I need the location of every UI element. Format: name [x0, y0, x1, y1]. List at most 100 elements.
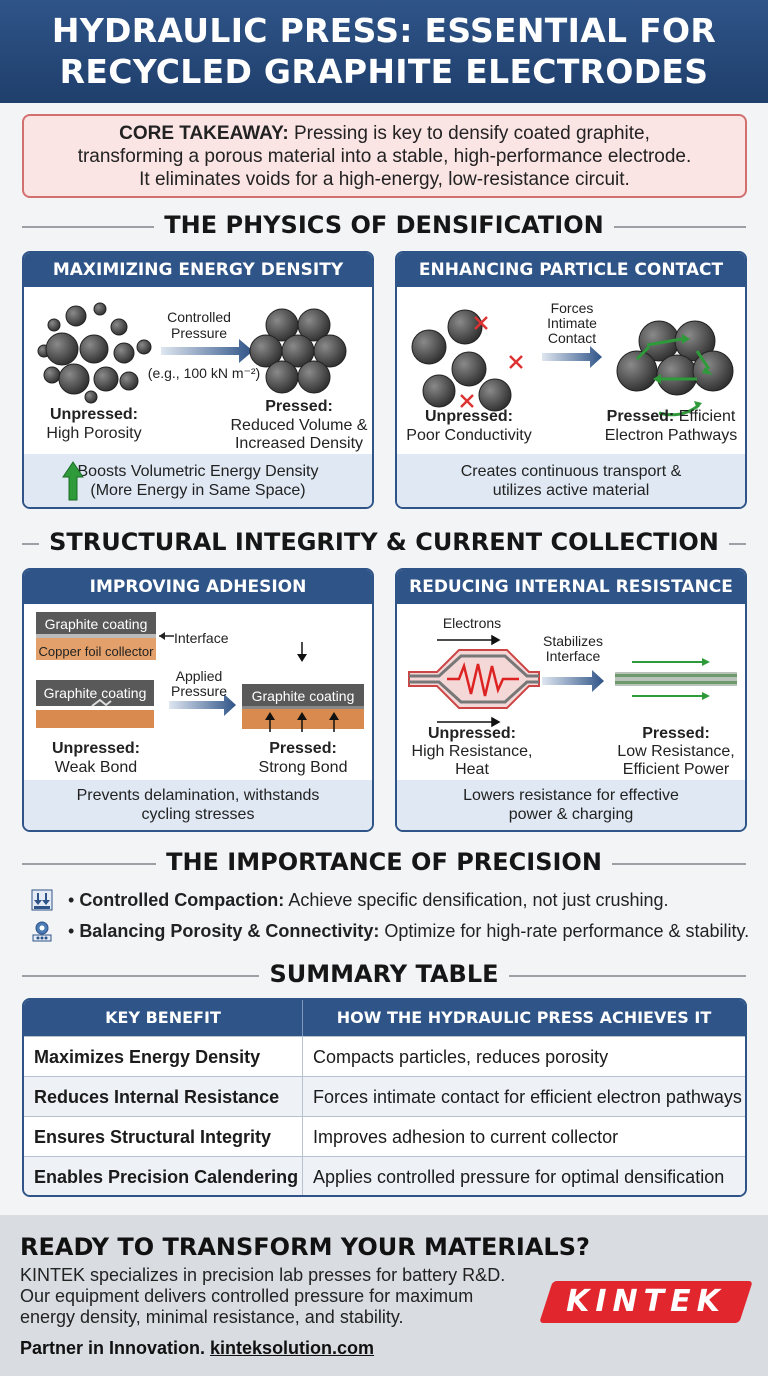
header-line-2: RECYCLED GRAPHITE ELECTRODES [59, 52, 709, 91]
bullet-item: • Controlled Compaction: Achieve specifi… [30, 888, 669, 912]
table-row: Enables Precision Calendering Applies co… [24, 1156, 745, 1195]
pressure-arrow-icon [161, 339, 253, 363]
cta-body-line-3: energy density, minimal resistance, and … [20, 1307, 404, 1327]
footer-line-1: Boosts Volumetric Energy Density [77, 463, 319, 480]
press-arrows-icon [265, 642, 339, 732]
bullet-text: Achieve specific densification, not just… [284, 890, 669, 910]
pressed-text-2: Increased Density [234, 435, 364, 452]
divider-right [596, 226, 746, 228]
cta-body: KINTEK specializes in precision lab pres… [20, 1265, 530, 1328]
contact-arrow-icon [542, 346, 602, 368]
foil-label: Copper foil collector [38, 644, 154, 659]
table-cell: Improves adhesion to current collector [313, 1127, 619, 1147]
table-cell: Applies controlled pressure for optimal … [313, 1167, 725, 1187]
contact-diagram [411, 309, 734, 417]
pressed-text-1: Low Resistance, [617, 743, 735, 760]
unpressed-text: Weak Bond [54, 759, 138, 776]
unpressed-text: Poor Conductivity [406, 427, 532, 444]
adhesion-diagram [36, 612, 364, 732]
arrow-label-3: Contact [547, 330, 597, 346]
footer-line-1: Creates continuous transport & [460, 463, 682, 480]
resistor-zigzag-icon [447, 661, 519, 697]
pressed-text-2: Electron Pathways [604, 427, 738, 444]
arrow-label-1: Controlled [167, 309, 231, 325]
kintek-logo-text: KINTEK [566, 1284, 726, 1319]
card-footer: Prevents delamination, withstands cyclin… [24, 780, 372, 830]
pressure-arrow-icon [169, 694, 236, 716]
coating-label: Graphite coating [44, 616, 148, 632]
card-adhesion: IMPROVING ADHESION Graphite coating Copp… [22, 568, 374, 832]
arrow-label-2: Pressure [170, 683, 228, 699]
card-footer: Creates continuous transport & utilizes … [397, 454, 745, 507]
card-title: IMPROVING ADHESION [24, 570, 372, 604]
unpressed-label: Unpressed: [424, 408, 514, 425]
arrow-label-1: Stabilizes [543, 633, 603, 649]
up-arrow-icon [62, 461, 84, 501]
summary-table: KEY BENEFIT HOW THE HYDRAULIC PRESS ACHI… [22, 998, 747, 1197]
header-line-1: HYDRAULIC PRESS: ESSENTIAL FOR [51, 11, 717, 50]
unpressed-text-2: Heat [455, 761, 489, 778]
graphite-layer [36, 612, 156, 634]
coating-label-pressed: Graphite coating [251, 688, 355, 704]
pressed-text-2: Efficient Power [622, 761, 730, 778]
card-internal-resistance: REDUCING INTERNAL RESISTANCE Electrons S… [395, 568, 747, 832]
pressed-particles-icon [249, 308, 347, 394]
copper-layer-loose [36, 710, 154, 728]
table-cell: Ensures Structural Integrity [24, 1117, 303, 1156]
pressed-particles-icon [616, 320, 734, 396]
pressed-label: Pressed: [642, 725, 710, 742]
arrow-label-2: Intimate [547, 315, 597, 331]
takeaway-line-2: transforming a porous material into a st… [77, 146, 692, 167]
unpressed-label: Unpressed: [51, 740, 141, 757]
column-header: KEY BENEFIT [24, 1000, 303, 1036]
pressed-text: Strong Bond [258, 759, 348, 776]
arrow-label-2: Interface [545, 648, 601, 664]
electrons-label: Electrons [442, 615, 502, 631]
footer-line-2: power & charging [508, 806, 634, 823]
table-row: Ensures Structural Integrity Improves ad… [24, 1116, 745, 1156]
densification-diagram [37, 302, 347, 404]
pressed-label: Pressed: [265, 398, 333, 415]
footer-line-2: cycling stresses [141, 806, 255, 823]
pressed-text-1: Reduced Volume & [230, 417, 368, 434]
footer-line-1: Lowers resistance for effective [463, 787, 679, 804]
unpressed-text: High Porosity [46, 425, 142, 442]
graphite-layer-loose [36, 680, 154, 706]
copper-layer [36, 638, 156, 660]
crack-icon [91, 698, 112, 707]
column-header: HOW THE HYDRAULIC PRESS ACHIEVES IT [336, 1008, 712, 1027]
graphite-layer-pressed [242, 684, 364, 706]
table-row: Maximizes Energy Density Compacts partic… [24, 1036, 745, 1076]
footer-line-1: Prevents delamination, withstands [76, 787, 320, 804]
pressure-note: (e.g., 100 kN m⁻²) [147, 365, 261, 381]
pressed-label: Pressed: [269, 740, 337, 757]
bullet-bold: Balancing Porosity & Connectivity: [79, 921, 380, 941]
section-title-summary: SUMMARY TABLE [0, 960, 768, 988]
pressed-text-1: Efficient [674, 408, 736, 425]
stabilize-arrow-icon [542, 670, 604, 692]
arrow-label-1: Applied [175, 668, 223, 684]
cta-footer: Partner in Innovation. kinteksolution.co… [20, 1338, 374, 1359]
footer-line-2: (More Energy in Same Space) [90, 482, 306, 499]
cta-title: READY TO TRANSFORM YOUR MATERIALS? [20, 1233, 590, 1261]
page-header: HYDRAULIC PRESS: ESSENTIAL FOR RECYCLED … [0, 0, 768, 103]
card-energy-density: MAXIMIZING ENERGY DENSITY Controlled Pre… [22, 251, 374, 509]
divider-left [22, 226, 172, 228]
table-cell: Enables Precision Calendering [24, 1157, 303, 1195]
table-cell: Forces intimate contact for efficient el… [313, 1087, 742, 1107]
unpressed-particles-icon [37, 302, 152, 404]
website-link[interactable]: kinteksolution.com [210, 1338, 375, 1358]
porosity-icon [32, 921, 52, 942]
core-takeaway-box: CORE TAKEAWAY: Pressing is key to densif… [22, 114, 747, 198]
unpressed-text-1: High Resistance, [411, 743, 533, 760]
table-row: Reduces Internal Resistance Forces intim… [24, 1076, 745, 1116]
card-particle-contact: ENHANCING PARTICLE CONTACT Forces Intima… [395, 251, 747, 509]
bullet-bold: Controlled Compaction: [79, 890, 285, 910]
compaction-icon [31, 889, 53, 911]
card-footer: Lowers resistance for effective power & … [397, 780, 745, 830]
card-title: REDUCING INTERNAL RESISTANCE [397, 570, 745, 604]
cta-body-line-2: Our equipment delivers controlled pressu… [20, 1286, 474, 1306]
section-title-structural: STRUCTURAL INTEGRITY & CURRENT COLLECTIO… [0, 528, 768, 556]
arrow-label-2: Pressure [170, 325, 228, 341]
table-cell: Compacts particles, reduces porosity [313, 1047, 609, 1067]
